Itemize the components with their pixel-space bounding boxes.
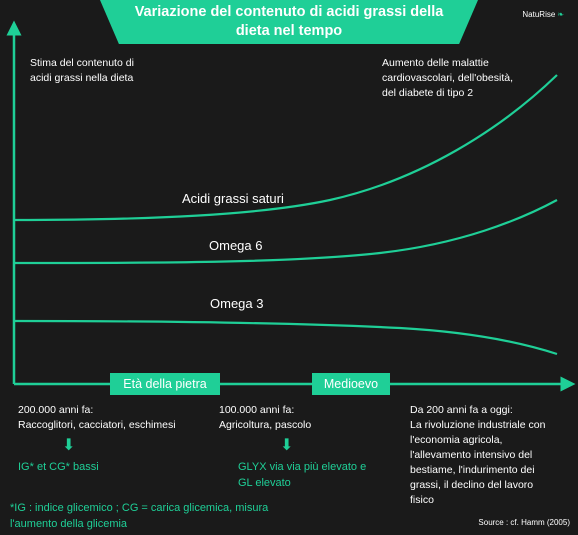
column-modern-line-4: l'allevamento intensivo del: [410, 449, 533, 461]
annotation-line-1: Aumento delle malattie: [382, 57, 489, 69]
annotation-line-3: del diabete di tipo 2: [382, 87, 474, 99]
label-omega6: Omega 6: [209, 238, 263, 253]
title-line-1: Variazione del contenuto di acidi grassi…: [134, 4, 444, 20]
column-hunters-line-1: 200.000 anni fa:: [18, 404, 94, 416]
footnote-line-2: l'aumento della glicemia: [10, 518, 128, 530]
brand-name: NatuRise: [522, 10, 556, 19]
footnote-line-1: *IG : indice glicemico ; CG = carica gli…: [10, 502, 269, 514]
glycemic-rising-line-2: GL elevato: [238, 477, 291, 489]
disease-annotation: Aumento delle malattie cardiovascolari, …: [382, 56, 513, 101]
column-agriculture-line-2: Agricoltura, pascolo: [219, 419, 312, 431]
era-stone-age: Età della pietra: [110, 373, 220, 395]
column-agriculture: 100.000 anni fa: Agricoltura, pascolo: [219, 403, 311, 433]
arrow-down-icon: ⬇: [280, 437, 294, 454]
y-axis-label: Stima del contenuto di acidi grassi nell…: [30, 56, 134, 86]
column-modern-line-3: l'economia agricola,: [410, 434, 503, 446]
y-axis-label-line-1: Stima del contenuto di: [30, 57, 134, 69]
label-omega3: Omega 3: [210, 296, 264, 311]
curve-saturi: [13, 74, 558, 222]
glycemic-low: IG* et CG* bassi: [18, 461, 99, 473]
curve-omega6: [13, 199, 558, 265]
glycemic-rising: GLYX via via più elevato e GL elevato: [238, 459, 366, 491]
column-modern-line-5: bestiame, l'indurimento dei: [410, 464, 535, 476]
column-modern-line-7: fisico: [410, 494, 434, 506]
era-middle-ages: Medioevo: [312, 373, 390, 395]
source-credit: Source : cf. Hamm (2005): [478, 518, 570, 527]
title-banner: Variazione del contenuto di acidi grassi…: [100, 0, 478, 44]
arrow-down-icon: ⬇: [62, 437, 76, 454]
column-modern: Da 200 anni fa a oggi: La rivoluzione in…: [410, 403, 545, 508]
brand-logo: NatuRise ❧: [522, 10, 564, 19]
glycemic-rising-line-1: GLYX via via più elevato e: [238, 461, 367, 473]
column-modern-line-2: La rivoluzione industriale con: [410, 419, 546, 431]
column-modern-line-1: Da 200 anni fa a oggi:: [410, 404, 513, 416]
footnote: *IG : indice glicemico ; CG = carica gli…: [10, 500, 268, 532]
curve-omega3: [13, 319, 558, 356]
column-agriculture-line-1: 100.000 anni fa:: [219, 404, 295, 416]
annotation-line-2: cardiovascolari, dell'obesità,: [382, 72, 513, 84]
leaf-icon: ❧: [557, 10, 564, 19]
column-modern-line-6: grassi, il declino del lavoro: [410, 479, 534, 491]
title-line-2: dieta nel tempo: [235, 23, 343, 39]
column-hunters-line-2: Raccoglitori, cacciatori, eschimesi: [18, 419, 176, 431]
column-hunters: 200.000 anni fa: Raccoglitori, cacciator…: [18, 403, 176, 433]
y-axis-label-line-2: acidi grassi nella dieta: [30, 72, 134, 84]
label-saturi: Acidi grassi saturi: [182, 191, 284, 206]
